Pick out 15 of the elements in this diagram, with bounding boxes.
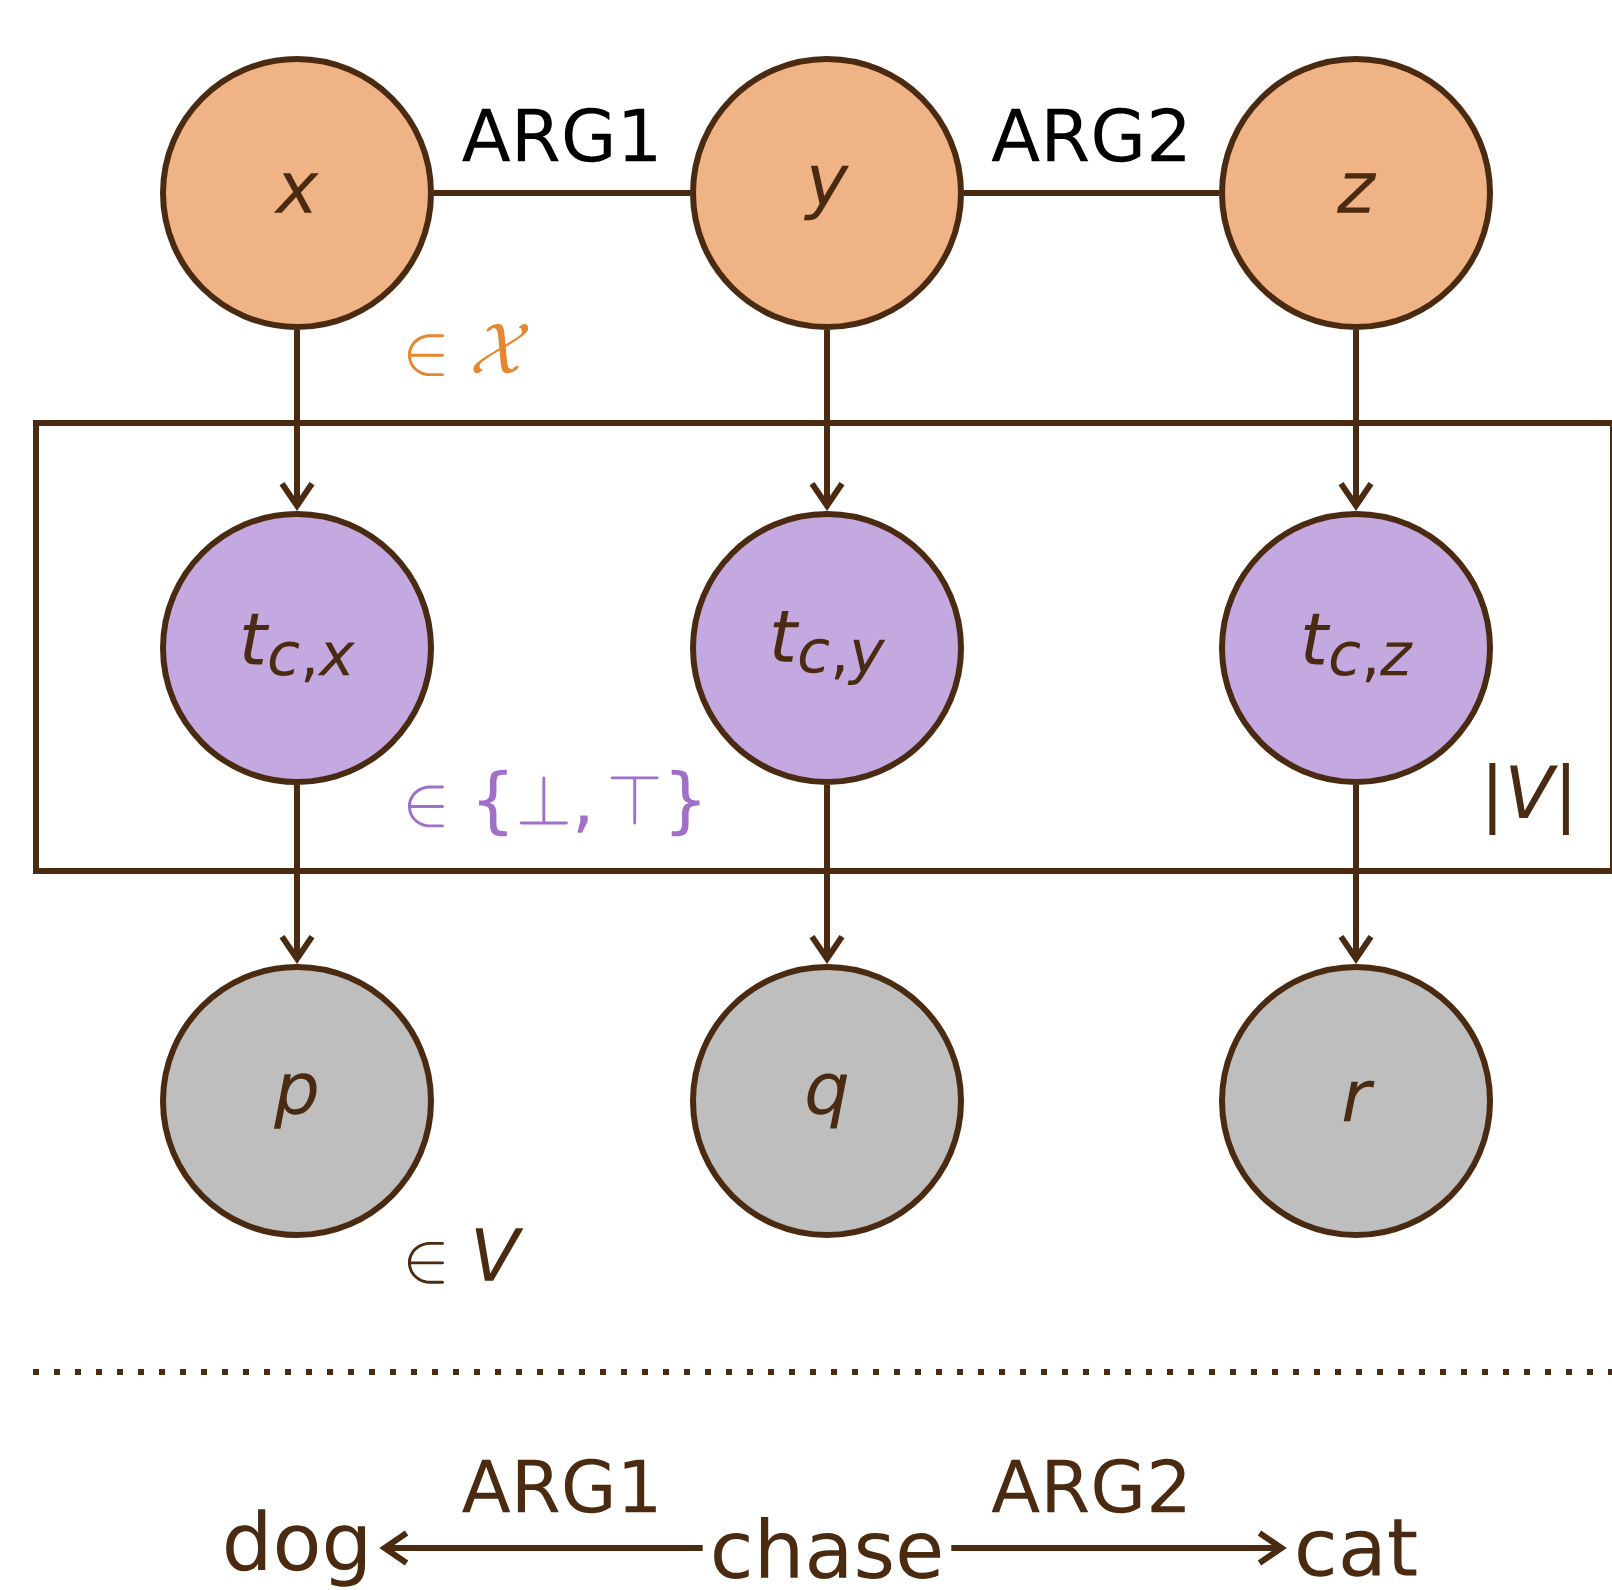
word: chase: [714, 1517, 941, 1579]
edge-label: ARG2: [991, 1458, 1185, 1514]
arrow: [1338, 785, 1374, 964]
arrow: [379, 1530, 703, 1566]
word: cat: [1298, 1519, 1417, 1577]
arrow: [809, 785, 845, 964]
arrow: [951, 1530, 1287, 1566]
edge-label: ARG1: [462, 1458, 656, 1514]
arrow: [809, 330, 845, 511]
edge-label: ARG1: [462, 107, 656, 163]
arrow: [1338, 330, 1374, 511]
word: dog: [226, 1509, 366, 1587]
arrow: [279, 785, 315, 964]
arrow: [279, 330, 315, 511]
edge-label: ARG2: [991, 107, 1185, 163]
